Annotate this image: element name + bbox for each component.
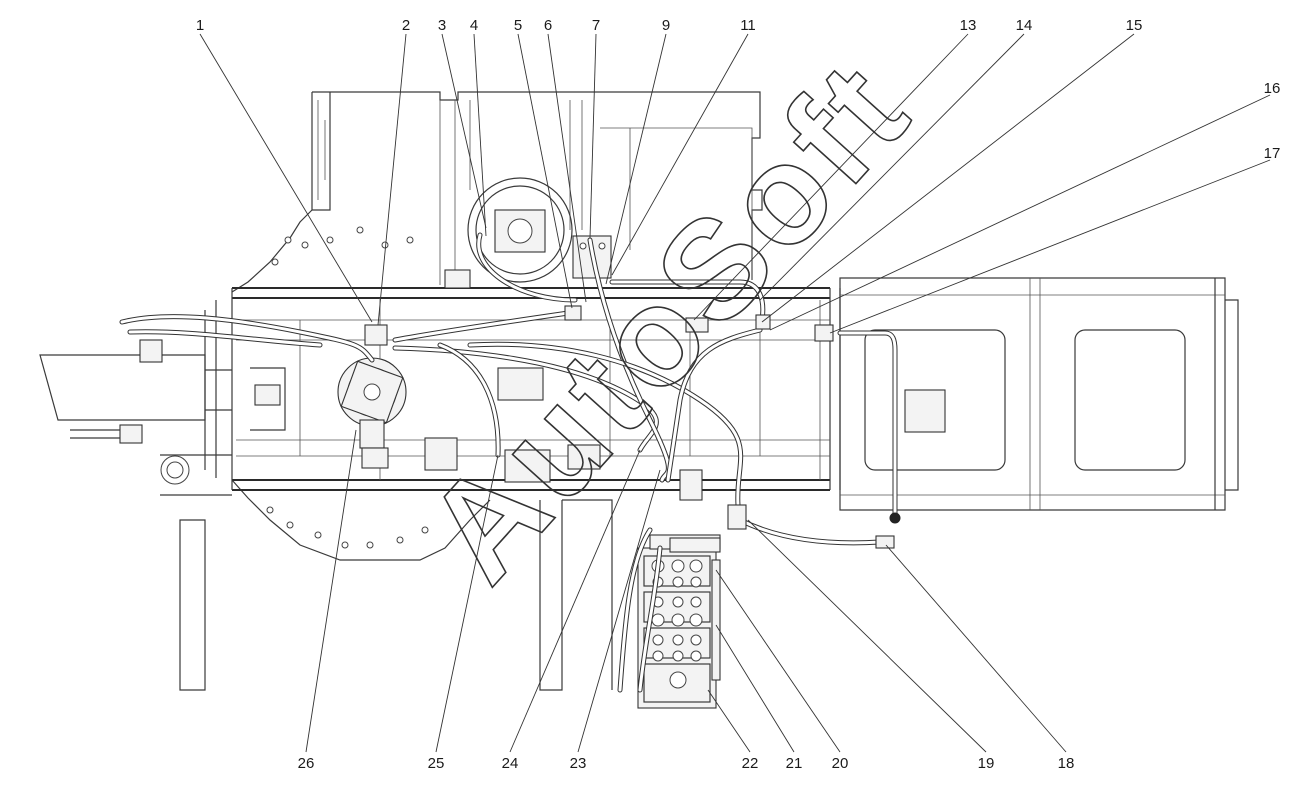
callout-25: 25	[428, 755, 445, 772]
callout-2: 2	[402, 17, 410, 34]
callout-20: 20	[832, 755, 849, 772]
callout-labels: 1 2 3 4 5 6 7 9 11 13 14 15 16 17 18 19 …	[196, 17, 1281, 772]
callout-18: 18	[1058, 755, 1075, 772]
leader-lines	[199, 33, 1271, 753]
callout-17: 17	[1264, 145, 1281, 162]
rotary-joint	[337, 357, 407, 469]
callout-15: 15	[1126, 17, 1143, 34]
callout-22: 22	[742, 755, 759, 772]
callout-7: 7	[592, 17, 600, 34]
callout-16: 16	[1264, 80, 1281, 97]
callout-6: 6	[544, 17, 552, 34]
callout-23: 23	[570, 755, 587, 772]
callout-9: 9	[662, 17, 670, 34]
callout-26: 26	[298, 755, 315, 772]
callout-4: 4	[470, 17, 478, 34]
callout-5: 5	[514, 17, 522, 34]
callout-1: 1	[196, 17, 204, 34]
callout-11: 11	[740, 17, 756, 34]
callout-13: 13	[960, 17, 977, 34]
callout-21: 21	[786, 755, 803, 772]
hydraulic-motor	[444, 177, 573, 289]
callout-24: 24	[502, 755, 519, 772]
callout-3: 3	[438, 17, 446, 34]
hydraulic-hoses	[119, 232, 901, 693]
callout-14: 14	[1016, 17, 1033, 34]
callout-19: 19	[978, 755, 995, 772]
